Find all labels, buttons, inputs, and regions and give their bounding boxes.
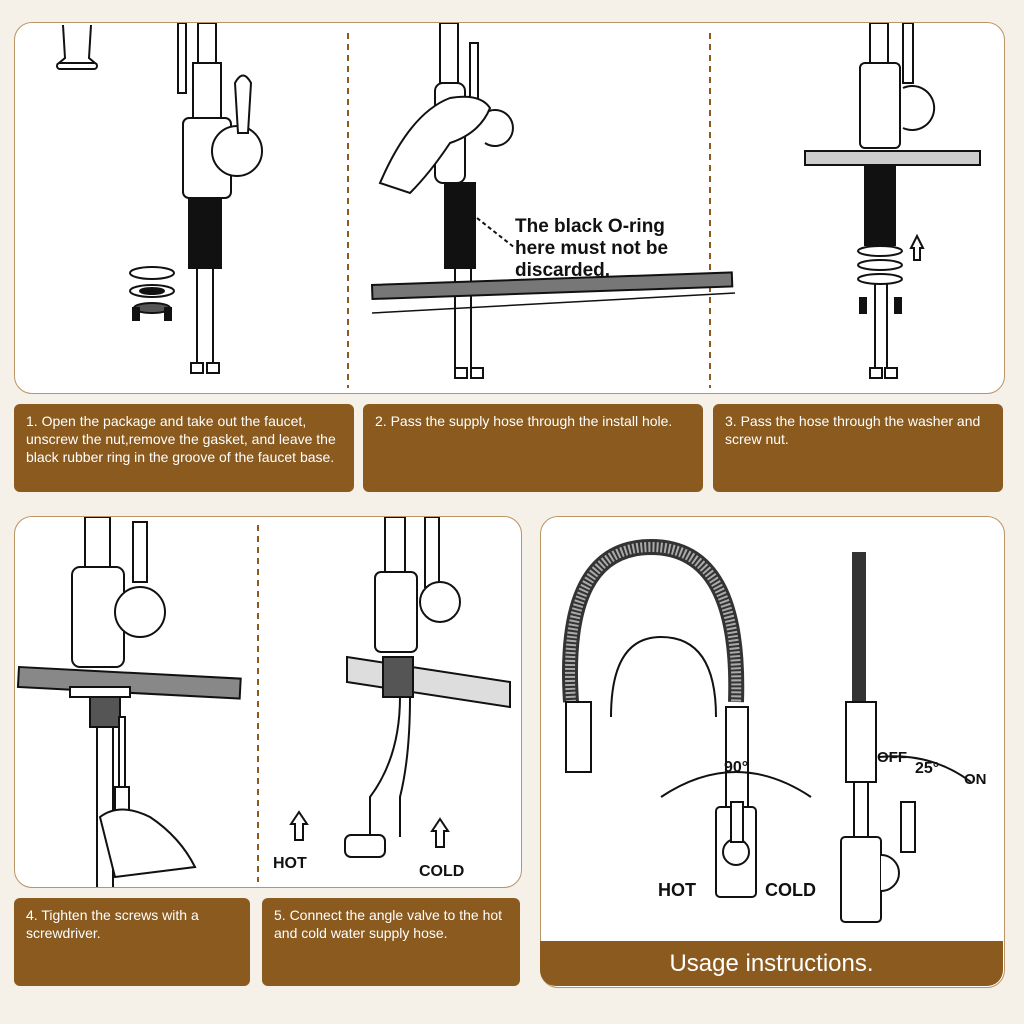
bottom-left-illustration-panel: HOT COLD (14, 516, 522, 888)
cold-label: COLD (419, 863, 465, 880)
bottom-left-illustrations (16, 517, 511, 887)
faucet-step4 (16, 517, 242, 887)
faucet-step2 (370, 23, 736, 379)
cold-usage-label: COLD (765, 880, 816, 900)
usage-panel: 90° HOT COLD OFF 25° ON (540, 516, 1005, 988)
off-label: OFF (877, 749, 907, 766)
usage-illustrations (562, 538, 972, 923)
o-ring-callout: The black O-ring here must not be discar… (515, 216, 669, 281)
step3-caption: 3. Pass the hose through the washer and … (713, 404, 1003, 492)
faucet-step3 (804, 23, 981, 379)
faucet-step1 (56, 23, 263, 374)
step5-caption: 5. Connect the angle valve to the hot an… (262, 898, 520, 986)
top-illustrations (56, 23, 981, 388)
angle-25-label: 25° (915, 760, 940, 777)
hot-usage-label: HOT (658, 880, 696, 900)
step4-caption: 4. Tighten the screws with a screwdriver… (14, 898, 250, 986)
faucet-step5 (344, 517, 511, 858)
on-label: ON (964, 771, 987, 788)
step1-caption: 1. Open the package and take out the fau… (14, 404, 354, 492)
hot-label: HOT (273, 855, 307, 872)
top-illustration-panel: The black O-ring here must not be discar… (14, 22, 1005, 394)
angle-90-label: 90° (724, 759, 749, 776)
usage-title: Usage instructions. (540, 941, 1003, 986)
step2-caption: 2. Pass the supply hose through the inst… (363, 404, 703, 492)
